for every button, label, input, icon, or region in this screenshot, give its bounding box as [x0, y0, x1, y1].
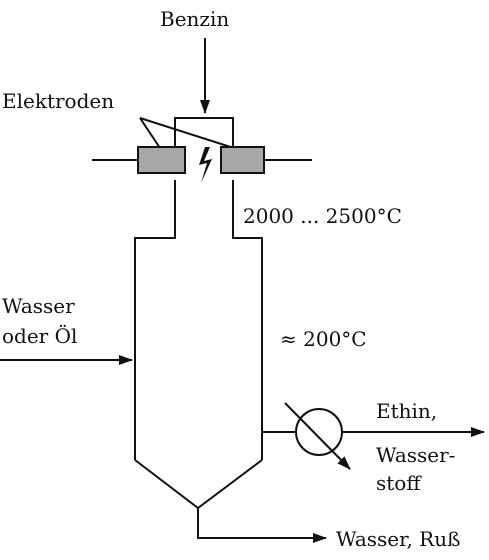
label-elektroden: Elektroden — [2, 89, 114, 113]
label-reactor-temperature: ≈ 200°C — [280, 327, 367, 351]
label-benzin: Benzin — [160, 7, 229, 31]
electrode-right — [220, 146, 265, 174]
reactor-cone — [134, 459, 263, 510]
label-wasser-russ: Wasser, Ruß — [336, 527, 460, 551]
arc-chamber-right-wall — [232, 180, 263, 460]
electrode-left — [137, 146, 186, 174]
arc-chamber-left-wall — [134, 180, 176, 460]
separator-diagonal — [284, 402, 351, 470]
arc-lightning-icon — [199, 147, 212, 183]
label-arc-temperature: 2000 ... 2500°C — [243, 204, 402, 228]
electrodes-pointer-2 — [139, 117, 241, 151]
bottom-outlet-arrow — [197, 508, 327, 543]
label-ethin: Ethin, — [376, 399, 437, 423]
label-stoff: stoff — [376, 471, 422, 495]
label-oder-oel: oder Öl — [2, 323, 77, 348]
label-wasser-dash: Wasser- — [376, 443, 455, 467]
inlet-cap — [174, 117, 234, 148]
electrodes-pointer — [139, 117, 161, 149]
label-wasser: Wasser — [2, 294, 75, 318]
separator-circle — [295, 408, 343, 456]
